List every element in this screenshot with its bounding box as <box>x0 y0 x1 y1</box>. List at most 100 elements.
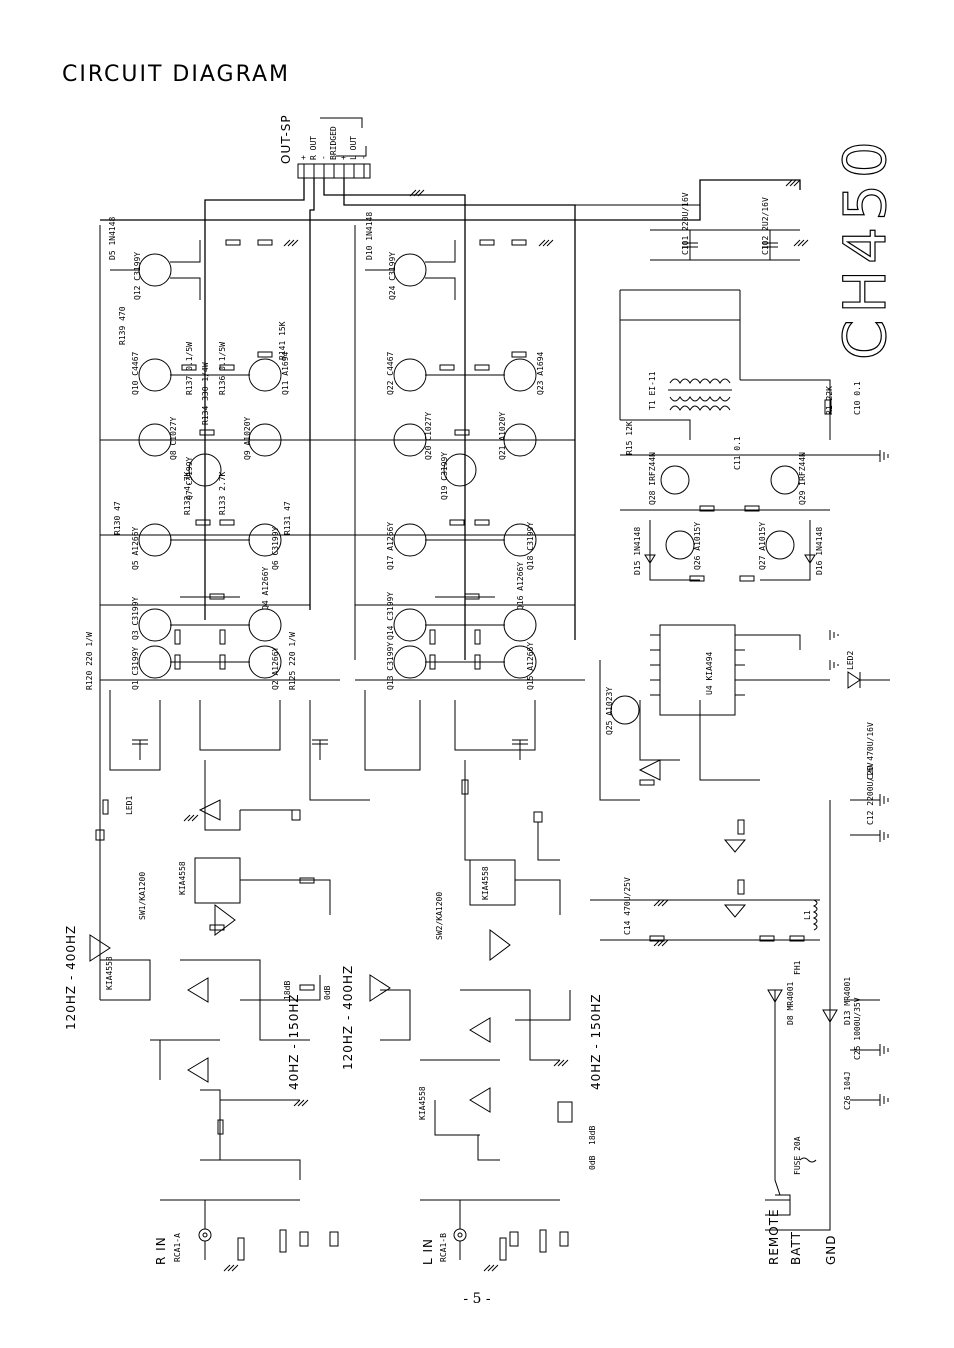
label-r8: R1 22K <box>825 386 834 415</box>
label-q15: Q15 A1266Y <box>526 642 535 690</box>
label-c1: C25 1000U/35V <box>853 997 862 1060</box>
label-q16: Q16 A1266Y <box>516 562 525 610</box>
out-term-3: BRIDGED <box>329 126 338 160</box>
label-sw1: SW1/KA1200 <box>138 872 147 920</box>
label-r136: R136 0.1/5W <box>218 342 227 395</box>
label-q28: Q28 IRFZ44N <box>648 452 657 505</box>
label-q27: Q27 A1015Y <box>758 522 767 570</box>
label-q10: Q10 C4467 <box>131 351 140 395</box>
label-c2: C10 0.1 <box>853 381 862 415</box>
r-low-filter-label: 40HZ - 150HZ <box>287 993 301 1090</box>
page-title: CIRCUIT DIAGRAM <box>62 62 290 87</box>
label-kia4558-r2: KIA4558 <box>105 956 114 990</box>
out-term-1: R OUT <box>309 136 318 160</box>
l-channel-output-stage <box>365 239 537 679</box>
label-led2: LED2 <box>846 651 855 670</box>
label-r139: R139 470 <box>118 306 127 345</box>
r-input-label: R IN <box>154 1236 168 1265</box>
label-c9: C102 2U2/16V <box>761 197 770 255</box>
gnd-label: GND <box>824 1234 838 1265</box>
label-r137: R137 0.1/5W <box>185 342 194 395</box>
label-q25: Q25 A1023Y <box>605 687 614 735</box>
label-sw2: SW2/KA1200 <box>435 892 444 940</box>
label-c12: C14 470U/25V <box>623 877 632 935</box>
label-c19: C26 104J <box>843 1071 852 1110</box>
label-q21: Q21 A1020Y <box>498 412 507 460</box>
label-r120: R120 220 1/W <box>85 632 94 690</box>
power-input-section <box>590 799 880 1231</box>
label-kia4558-l2: KIA4558 <box>418 1086 427 1120</box>
out-term-2: - <box>319 155 328 160</box>
label-d10: D10 1N4148 <box>365 212 374 260</box>
label-led1: LED1 <box>125 796 134 815</box>
label-q14: Q14 C3199Y <box>386 592 395 640</box>
label-fh1: FH1 <box>793 960 802 975</box>
r-gain-min-label: 0dB <box>323 985 332 1000</box>
label-q24: Q24 C3199Y <box>388 252 397 300</box>
label-q26: Q26 A1015Y <box>693 522 702 570</box>
label-q3: Q3 C3199Y <box>131 596 140 640</box>
label-q19: Q19 C3199Y <box>440 452 449 500</box>
label-q22: Q22 C4467 <box>386 351 395 395</box>
output-terminal-block <box>297 117 371 179</box>
label-d16: D15 1N4148 <box>633 527 642 575</box>
label-r131: R131 47 <box>283 501 292 535</box>
out-term-6: - <box>359 155 368 160</box>
fuse-label: FUSE 20A <box>793 1136 802 1175</box>
label-q23: Q23 A1694 <box>536 351 545 395</box>
label-q9: Q9 A1020Y <box>243 416 252 460</box>
output-header: OUT-SP <box>279 114 293 164</box>
label-q7: Q7 C3199Y <box>185 456 194 500</box>
l-gain-max-label: 18dB <box>588 1126 597 1145</box>
label-r141: R141 15K <box>278 321 287 360</box>
r-gain-max-label: 18dB <box>283 981 292 1000</box>
r-high-filter-label: 120HZ - 400HZ <box>64 925 78 1030</box>
power-supply-section <box>599 229 890 801</box>
label-r130: R130 47 <box>113 501 122 535</box>
label-kia4558-r: KIA4558 <box>178 861 187 895</box>
label-q5: Q5 A1266Y <box>131 526 140 570</box>
page-number: - 5 - <box>463 1291 491 1307</box>
label-q12: Q12 C3199Y <box>133 252 142 300</box>
output-terminal-labels: + R OUT - BRIDGED + L OUT - <box>299 126 368 160</box>
component-labels: Q12 C3199Y Q11 A1694 Q10 C4467 Q8 C1027Y… <box>85 192 875 1120</box>
label-c26: C20 470U/16V <box>866 722 875 780</box>
out-term-4: + <box>339 155 348 160</box>
label-r134: R134 330 1/4W <box>201 362 210 425</box>
label-c8: C101 220U/16V <box>681 192 690 255</box>
label-q17: Q17 A1266Y <box>386 522 395 570</box>
label-kia4558-l: KIA4558 <box>481 866 490 900</box>
label-u4: U4 KIA494 <box>705 651 714 695</box>
l-gain-min-label: 0dB <box>588 1155 597 1170</box>
label-l1: L1 <box>803 910 812 920</box>
label-r125: R125 220 1/W <box>288 632 297 690</box>
l-input-connector: RCA1-B <box>439 1233 448 1262</box>
label-c6: C11 0.1 <box>733 436 742 470</box>
l-filter-section <box>369 859 573 1201</box>
r-bias-section <box>95 690 370 841</box>
label-q8: Q8 C1027Y <box>169 416 178 460</box>
l-bias-section <box>364 690 560 861</box>
label-q11: Q11 A1694 <box>281 351 290 395</box>
out-term-0: + <box>299 155 308 160</box>
l-input-label: L IN <box>421 1238 435 1265</box>
label-c25: C12 2200U/16V <box>866 762 875 825</box>
label-d17: D16 1N4148 <box>815 527 824 575</box>
label-q1: Q1 C3199Y <box>131 646 140 690</box>
label-q6: Q6 C3199Y <box>271 526 280 570</box>
label-r132: R132 4.7K <box>183 471 192 515</box>
r-channel-output-stage <box>110 239 282 679</box>
ground-symbols <box>183 179 889 1272</box>
label-t1: T1 EI-11 <box>648 371 657 410</box>
label-d5: D5 1N4148 <box>108 216 117 260</box>
out-term-5: L OUT <box>349 136 358 160</box>
model-number: CH450 <box>831 135 899 360</box>
l-high-filter-label: 120HZ - 400HZ <box>341 965 355 1070</box>
label-q29: Q29 IRFZ44N <box>798 452 807 505</box>
label-q20: Q20 C1027Y <box>424 412 433 460</box>
power-rails <box>99 178 801 1000</box>
label-d8: D8 MR4001 <box>786 981 795 1025</box>
r-input-connector: RCA1-A <box>173 1233 182 1262</box>
label-q4: Q4 A1266Y <box>261 566 270 610</box>
